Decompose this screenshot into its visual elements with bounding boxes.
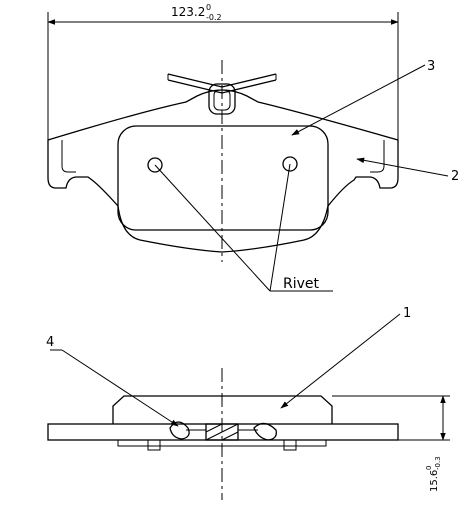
- top-view: 123.2 0 -0.2 3: [47, 3, 459, 292]
- overall-width-tol-lower: -0.2: [206, 13, 222, 22]
- rivet-hole-left: [147, 157, 163, 173]
- thickness-tol-upper: 0: [425, 466, 433, 470]
- callout-4-spring-clip: 4: [46, 335, 179, 427]
- callout-1-friction-material: 1: [280, 306, 411, 409]
- thickness-tol-lower: -0.3: [434, 456, 442, 470]
- callout-4-label: 4: [46, 335, 54, 350]
- callout-3-friction-material: 3: [291, 59, 435, 136]
- side-spring-clip: [169, 421, 277, 441]
- thickness-dimension: 15.6 0 -0.3: [332, 395, 450, 492]
- side-view: 15.6 0 -0.3 1 4: [46, 306, 450, 500]
- overall-width-dimension: 123.2 0 -0.2: [47, 3, 399, 140]
- rivet-label: Rivet: [283, 276, 320, 292]
- callout-3-label: 3: [427, 59, 435, 74]
- callout-rivet: Rivet: [154, 163, 333, 292]
- callout-2-label: 2: [451, 169, 459, 184]
- overall-width-tol-upper: 0: [206, 3, 211, 12]
- rivet-hole-right: [282, 156, 298, 172]
- callout-1-label: 1: [403, 306, 411, 321]
- backing-plate-outline: [47, 89, 399, 253]
- overall-width-value: 123.2: [171, 5, 205, 19]
- thickness-value: 15.6: [429, 470, 440, 492]
- friction-material-block: [117, 125, 329, 231]
- callout-2-backing-plate: 2: [356, 157, 459, 184]
